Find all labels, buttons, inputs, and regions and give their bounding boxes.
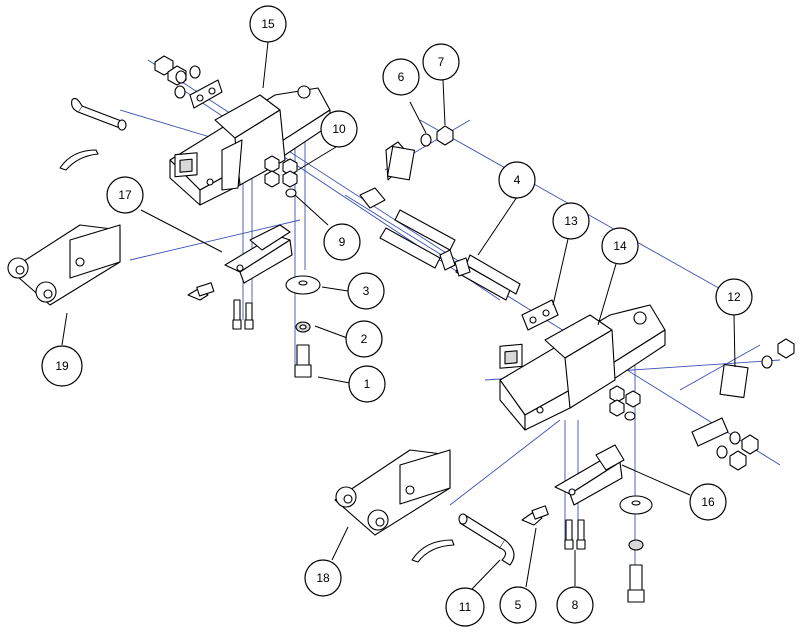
callout-3: 3 [347, 272, 385, 310]
hardware-left-top [154, 55, 223, 109]
callout-8: 8 [556, 586, 594, 624]
svg-text:8: 8 [572, 598, 579, 612]
callout-6: 6 [382, 58, 420, 96]
hardware-right [691, 338, 795, 471]
svg-text:7: 7 [438, 55, 445, 69]
hitch-pin-left [59, 97, 127, 171]
hitch-pin-item-11 [411, 513, 515, 566]
callout-18: 18 [304, 559, 342, 597]
svg-text:18: 18 [316, 571, 330, 585]
svg-text:12: 12 [727, 290, 741, 304]
washer-stack-right [619, 495, 653, 603]
svg-text:4: 4 [514, 173, 521, 187]
receiver-item-18 [334, 449, 451, 536]
frame-assembly-right [499, 304, 666, 431]
callout-13: 13 [552, 202, 590, 240]
bolts-left-bottom [187, 282, 254, 330]
callout-9: 9 [323, 223, 361, 261]
callout-5: 5 [499, 586, 537, 624]
bracket-item-16 [554, 444, 625, 506]
receiver-item-19 [7, 224, 121, 306]
svg-text:17: 17 [118, 188, 132, 202]
svg-text:16: 16 [701, 495, 715, 509]
svg-text:5: 5 [515, 598, 522, 612]
svg-text:9: 9 [339, 235, 346, 249]
callout-17: 17 [106, 176, 144, 214]
svg-text:3: 3 [363, 284, 370, 298]
callout-bubbles: 1 2 3 4 5 6 7 8 9 10 11 12 13 14 15 16 1… [41, 5, 753, 627]
plate-item-13 [521, 299, 559, 331]
long-bolts-item-4 [359, 187, 521, 301]
washer-stack-left [285, 275, 321, 378]
svg-text:19: 19 [55, 359, 69, 373]
svg-text:13: 13 [564, 214, 578, 228]
callout-4: 4 [498, 161, 536, 199]
washer-nut-items-6-7 [385, 125, 454, 181]
svg-text:1: 1 [364, 377, 371, 391]
nuts-cluster-right [609, 385, 641, 421]
callout-14: 14 [601, 227, 639, 265]
bracket-item-17 [224, 224, 293, 284]
callout-15: 15 [249, 5, 287, 43]
callout-1: 1 [348, 365, 386, 403]
bolts-right-bottom [521, 505, 586, 550]
svg-text:15: 15 [261, 17, 275, 31]
callout-11: 11 [445, 587, 485, 627]
callout-2: 2 [345, 320, 383, 358]
leader-lines [61, 41, 736, 590]
nuts-item-10 [264, 155, 298, 198]
svg-text:11: 11 [459, 600, 472, 614]
callout-19: 19 [41, 345, 83, 387]
callout-12: 12 [715, 278, 753, 316]
callout-7: 7 [422, 43, 460, 81]
svg-text:10: 10 [332, 122, 346, 136]
svg-text:2: 2 [361, 332, 368, 346]
callout-10: 10 [320, 110, 358, 148]
callout-16: 16 [689, 483, 727, 521]
svg-text:14: 14 [613, 239, 627, 253]
svg-text:6: 6 [398, 70, 405, 84]
